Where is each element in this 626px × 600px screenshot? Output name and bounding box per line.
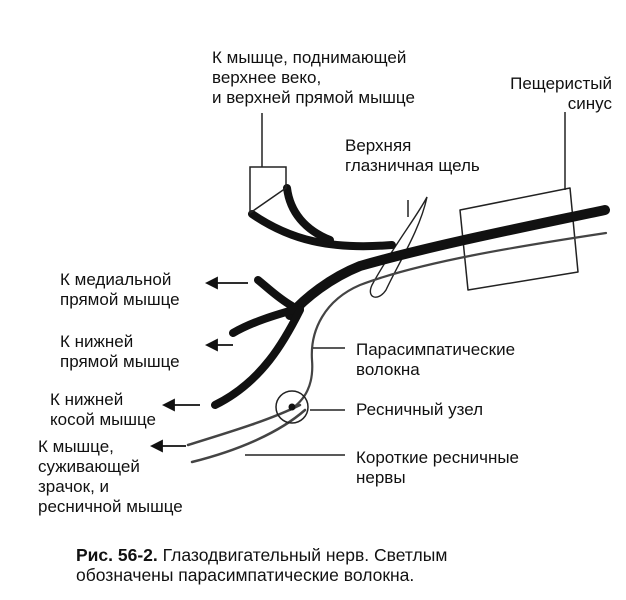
- oculomotor-nerve-trunk: [285, 205, 610, 320]
- label-inferior-oblique: К нижней косой мышце: [50, 390, 156, 430]
- label-inferior-oblique-line2: косой мышце: [50, 410, 156, 429]
- label-sphincter-line1: К мышце,: [38, 437, 114, 456]
- caption-line1: Рис. 56-2. Глазодвигательный нерв. Светл…: [76, 545, 447, 565]
- label-sphincter-line2: суживающей: [38, 457, 140, 476]
- label-ciliary-ganglion-line1: Ресничный узел: [356, 400, 484, 419]
- levator-leader-line: [249, 113, 287, 215]
- cavernous-sinus-box: [459, 187, 579, 291]
- superior-division-branch: [248, 210, 396, 251]
- label-fissure-line2: глазничная щель: [345, 156, 480, 175]
- parasympathetic-fiber: [288, 231, 608, 412]
- label-levator-line2: верхнее веко,: [212, 68, 322, 87]
- inferior-rectus-branch: [229, 304, 304, 337]
- label-fissure-line1: Верхняя: [345, 136, 412, 155]
- label-levator: К мышце, поднимающей верхнее веко, и вер…: [212, 48, 415, 108]
- label-parasympathetic-line1: Парасимпатические: [356, 340, 516, 359]
- label-inferior-rectus-line1: К нижней: [60, 332, 134, 351]
- superior-orbital-fissure: [369, 196, 428, 298]
- label-medial-rectus-line2: прямой мышце: [60, 290, 180, 309]
- label-sphincter-ciliary: К мышце, суживающей зрачок, и ресничной …: [38, 437, 183, 517]
- arrowhead-medial-rectus: [204, 276, 218, 290]
- ciliary-ganglion-circle: [275, 390, 309, 424]
- label-medial-rectus: К медиальной прямой мышце: [60, 270, 180, 310]
- label-short-ciliary-line2: нервы: [356, 468, 406, 487]
- label-medial-rectus-line1: К медиальной: [60, 270, 172, 289]
- label-inferior-rectus-line2: прямой мышце: [60, 352, 180, 371]
- label-inferior-rectus: К нижней прямой мышце: [60, 332, 180, 372]
- caption-text-line2: обозначены парасимпатические волокна.: [76, 565, 415, 585]
- caption-text-line1: Глазодвигательный нерв. Светлым: [157, 545, 448, 565]
- figure-caption: Рис. 56-2. Глазодвигательный нерв. Светл…: [76, 545, 447, 585]
- label-levator-line1: К мышце, поднимающей: [212, 48, 407, 67]
- arrowhead-sphincter: [149, 439, 163, 453]
- label-inferior-oblique-line1: К нижней: [50, 390, 124, 409]
- label-superior-orbital-fissure: Верхняя глазничная щель: [345, 136, 480, 176]
- label-sphincter-line3: зрачок, и: [38, 477, 110, 496]
- caption-figure-number: Рис. 56-2.: [76, 545, 158, 565]
- label-cavernous-sinus: Пещеристый синус: [488, 74, 612, 114]
- medial-rectus-branch: [254, 276, 296, 310]
- inferior-oblique-branch: [211, 306, 304, 409]
- label-short-ciliary-nerves: Короткие ресничные нервы: [356, 448, 519, 488]
- short-ciliary-nerve-lower: [190, 408, 307, 464]
- label-cavernous-line2: синус: [567, 94, 612, 113]
- label-parasympathetic-fibers: Парасимпатические волокна: [356, 340, 515, 380]
- label-cavernous-line1: Пещеристый: [510, 74, 612, 93]
- levator-branch: [283, 184, 334, 244]
- arrowhead-inferior-oblique: [161, 398, 175, 412]
- label-ciliary-ganglion: Ресничный узел: [356, 400, 483, 420]
- label-parasympathetic-line2: волокна: [356, 360, 420, 379]
- ciliary-ganglion-dot: [288, 403, 296, 411]
- label-levator-line3: и верхней прямой мышце: [212, 88, 415, 107]
- label-sphincter-line4: ресничной мышце: [38, 497, 183, 516]
- arrowhead-inferior-rectus: [204, 338, 218, 352]
- label-short-ciliary-line1: Короткие ресничные: [356, 448, 520, 467]
